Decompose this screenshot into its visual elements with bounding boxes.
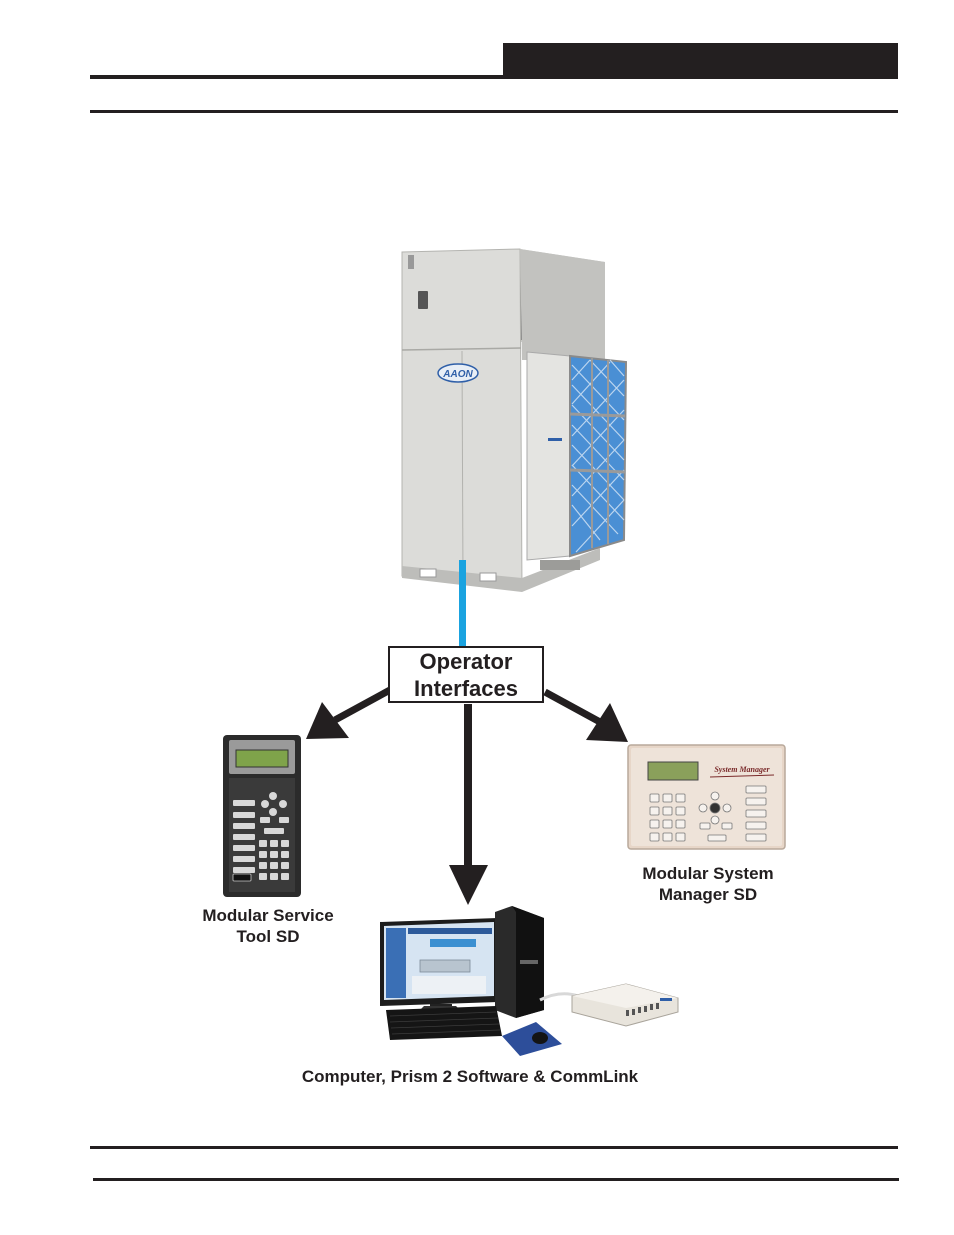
header-rule [90,110,898,113]
footer-rule-top [90,1146,898,1149]
system-manager-image: System Manager [627,744,786,850]
aaon-logo: AAON [442,369,473,380]
arrow-to-system-manager [543,688,628,742]
operator-box-line-1: Operator [419,648,513,674]
service-tool-image [223,735,301,897]
header-left-rule [90,75,504,79]
header-black-block [503,43,898,79]
hvac-unit-image: AAON [401,248,628,592]
operator-box-line-2: Interfaces [414,675,518,701]
system-manager-label: Modular System Manager SD [642,864,774,904]
network-cable-line [459,560,466,648]
footer-rule-bottom [93,1178,899,1181]
computer-label: Computer, Prism 2 Software & CommLink [301,1067,639,1086]
system-manager-panel-title: System Manager [714,765,770,774]
service-tool-label: Modular Service Tool SD [202,906,334,946]
computer-image [380,906,679,1056]
arrow-to-service-tool [306,686,392,739]
operator-interfaces-box: Operator Interfaces [388,646,544,703]
arrow-to-computer [449,704,488,905]
